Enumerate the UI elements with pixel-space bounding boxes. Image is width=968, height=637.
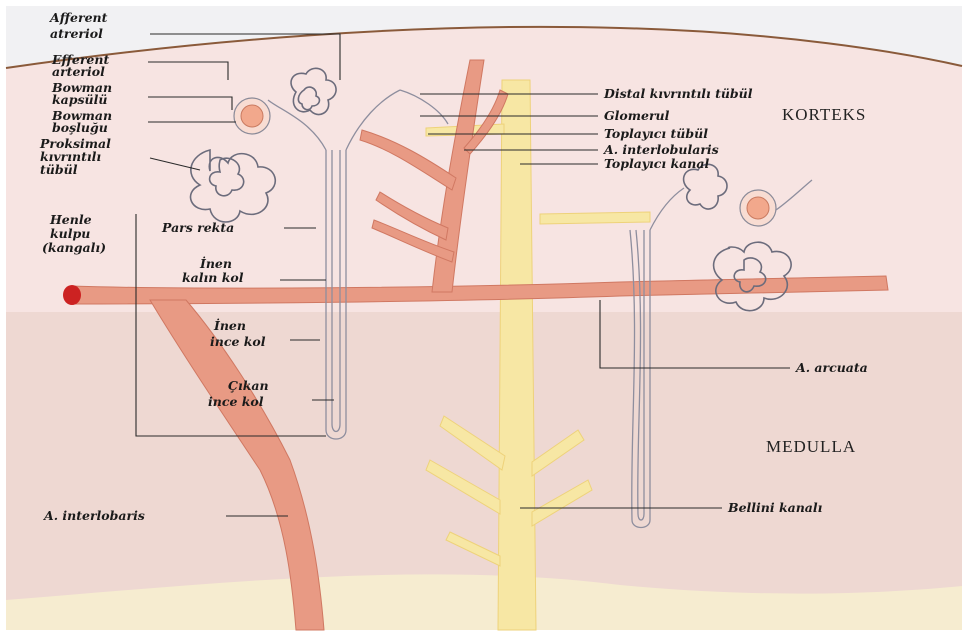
- collecting-tubule-branch-right: [540, 212, 650, 224]
- label-distal-tubule: Distal kıvrıntılı tübül: [603, 86, 753, 101]
- label-bowman-space: Bowman boşluğu: [51, 108, 116, 135]
- label-collecting-tubule: Toplayıcı tübül: [604, 126, 708, 141]
- label-arcuate-artery: A. arcuata: [795, 360, 868, 375]
- glomerulus: [241, 105, 263, 127]
- label-efferent-arteriole: Efferent arteriol: [51, 52, 114, 79]
- zone-label-cortex: KORTEKS: [782, 105, 866, 124]
- label-interlobular-artery: A. interlobularis: [603, 142, 719, 157]
- label-pars-recta: Pars rekta: [161, 220, 234, 235]
- collecting-duct: [498, 80, 536, 630]
- label-bellini-duct: Bellini kanalı: [727, 500, 823, 515]
- label-glomerulus: Glomerul: [604, 108, 670, 123]
- arcuate-artery-cut-end: [63, 285, 81, 305]
- zone-label-medulla: MEDULLA: [766, 437, 856, 456]
- label-afferent-arteriole: Afferent atreriol: [49, 10, 112, 41]
- label-collecting-duct: Toplayıcı kanal: [604, 156, 709, 171]
- label-interlobar-artery: A. interlobaris: [43, 508, 145, 523]
- glomerulus-right: [747, 197, 769, 219]
- label-bowman-capsule: Bowman kapsülü: [51, 80, 116, 107]
- cortex-region: [6, 27, 962, 312]
